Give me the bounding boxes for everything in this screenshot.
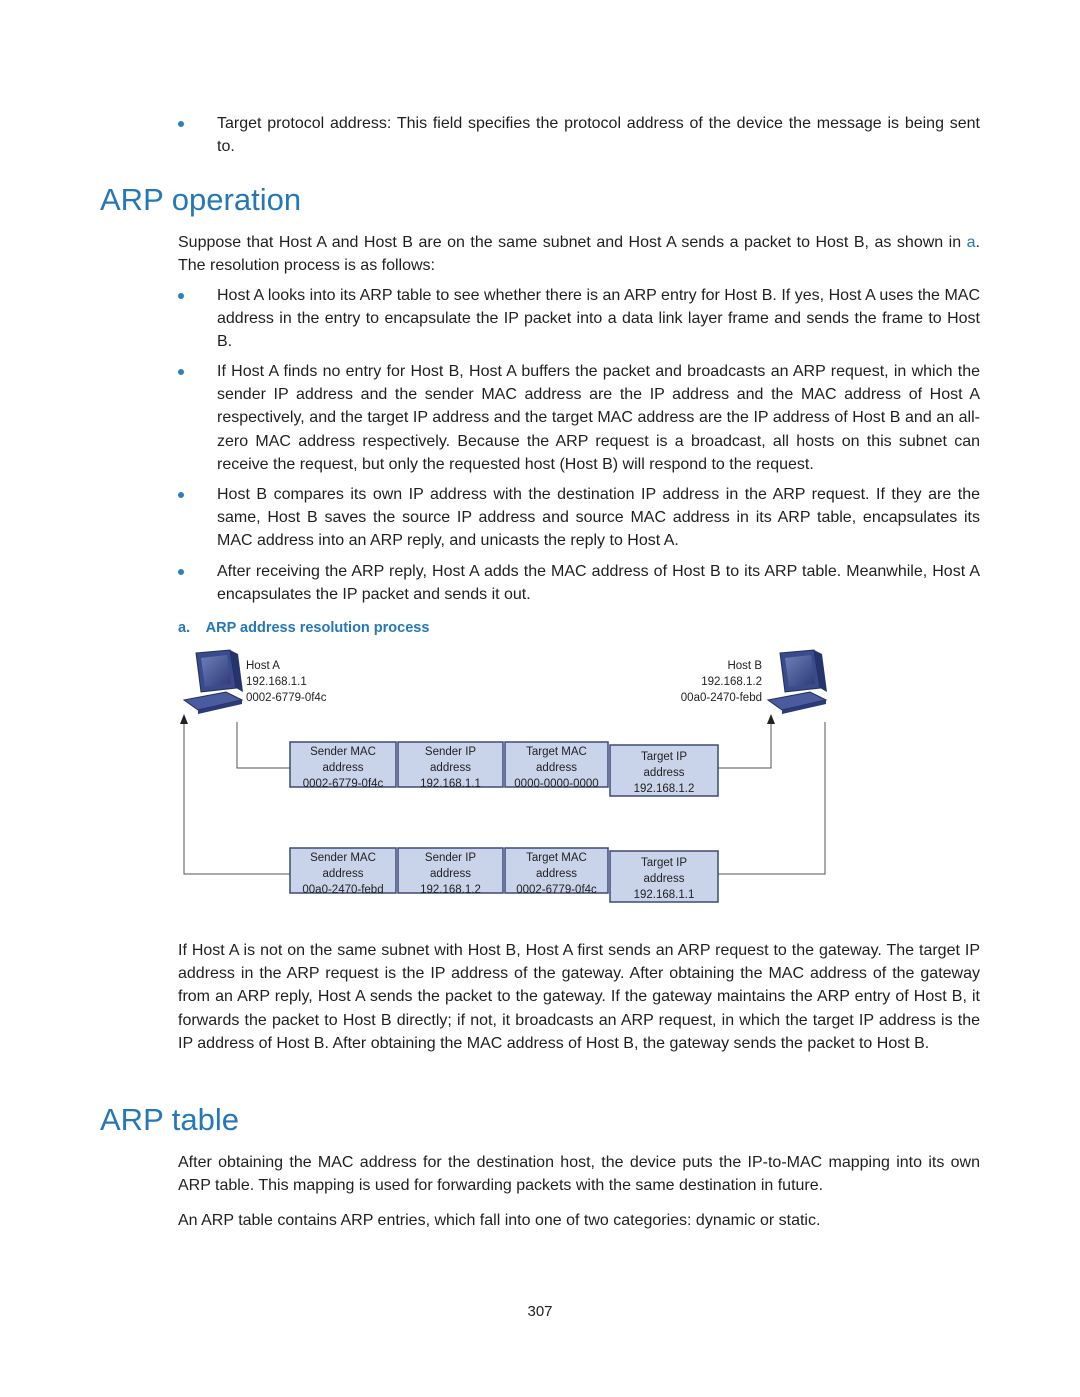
page-number: 307 xyxy=(527,1303,553,1320)
bullet-text: Target protocol address: This field spec… xyxy=(217,115,980,156)
packet-field-text: address xyxy=(323,762,364,774)
packet-field-text: address xyxy=(644,873,685,885)
arp-request-packet: Sender MAC address 0002-6779-0f4c Sender IP… xyxy=(289,741,719,797)
bullet-text: After receiving the ARP reply, Host A ad… xyxy=(217,563,980,604)
bullet-text: If Host A finds no entry for Host B, Hos… xyxy=(217,363,980,473)
arp-diagram: Host A 192.168.1.1 0002-6779-0f4c Host B… xyxy=(180,649,828,903)
packet-field-text: 0000-0000-0000 xyxy=(514,778,598,790)
computer-icon xyxy=(766,649,828,714)
bullet-icon xyxy=(178,369,184,375)
list-item: Host B compares its own IP address with … xyxy=(178,483,980,553)
packet-field-text: 192.168.1.2 xyxy=(634,783,695,795)
bullet-icon xyxy=(178,492,184,498)
packet-field-text: address xyxy=(430,762,471,774)
host-a-mac: 0002-6779-0f4c xyxy=(246,692,327,704)
host-b-name: Host B xyxy=(727,660,762,672)
bullet-icon xyxy=(178,293,184,299)
packet-field-text: address xyxy=(323,868,364,880)
figure-caption: a. ARP address resolution process xyxy=(178,620,430,636)
packet-field-cell xyxy=(289,741,397,788)
list-item: After receiving the ARP reply, Host A ad… xyxy=(178,560,980,606)
packet-field-cell xyxy=(609,744,719,797)
packet-field-text: address xyxy=(536,868,577,880)
packet-field-cell xyxy=(504,847,609,894)
packet-field-cell xyxy=(397,741,504,788)
arrow-up-icon xyxy=(180,714,188,724)
gateway-paragraph: If Host A is not on the same subnet with… xyxy=(178,942,980,1052)
packet-field-text: address xyxy=(536,762,577,774)
intro-paragraph: Suppose that Host A and Host B are on th… xyxy=(178,231,980,277)
section-heading-arp-table: ARP table xyxy=(100,1102,240,1137)
packet-field-cell xyxy=(609,850,719,903)
packet-field-cell xyxy=(504,741,609,788)
section-heading-arp-operation: ARP operation xyxy=(100,182,302,217)
packet-field-text: address xyxy=(644,767,685,779)
host-a-name: Host A xyxy=(246,660,280,672)
packet-field-text: 0002-6779-0f4c xyxy=(303,778,384,790)
packet-field-text: 00a0-2470-febd xyxy=(302,884,383,896)
packet-field-text: Target MAC xyxy=(526,746,587,758)
arrow-up-icon xyxy=(767,714,775,724)
list-item: Host A looks into its ARP table to see w… xyxy=(178,284,980,354)
packet-field-text: 192.168.1.1 xyxy=(634,889,695,901)
list-item: If Host A finds no entry for Host B, Hos… xyxy=(178,360,980,476)
packet-field-text: 0002-6779-0f4c xyxy=(516,884,597,896)
bullet-icon xyxy=(178,569,184,575)
computer-icon xyxy=(182,649,244,714)
packet-field-text: Sender MAC xyxy=(310,852,376,864)
arp-table-paragraph-2: An ARP table contains ARP entries, which… xyxy=(178,1212,821,1229)
packet-field-text: Sender MAC xyxy=(310,746,376,758)
figure-link[interactable]: a xyxy=(966,234,976,251)
packet-field-text: Sender IP xyxy=(425,746,476,758)
packet-field-text: Target IP xyxy=(641,751,687,763)
packet-field-cell xyxy=(289,847,397,894)
bullet-text: Host A looks into its ARP table to see w… xyxy=(217,287,980,351)
intro-text-2: . The resolution process is as follows: xyxy=(178,234,980,275)
host-a-ip: 192.168.1.1 xyxy=(246,676,307,688)
bullet-icon xyxy=(178,121,184,127)
connector-lines xyxy=(183,722,826,875)
packet-field-text: 192.168.1.2 xyxy=(420,884,481,896)
intro-bullet: Target protocol address: This field spec… xyxy=(178,112,980,158)
packet-field-text: Target MAC xyxy=(526,852,587,864)
arp-reply-packet: Sender MAC address 00a0-2470-febd Sender IP… xyxy=(289,847,719,903)
packet-field-text: Target IP xyxy=(641,857,687,869)
packet-field-text: Sender IP xyxy=(425,852,476,864)
host-b-mac: 00a0-2470-febd xyxy=(681,692,762,704)
host-b-ip: 192.168.1.2 xyxy=(701,676,762,688)
intro-text-1: Suppose that Host A and Host B are on th… xyxy=(178,234,967,251)
bullet-text: Host B compares its own IP address with … xyxy=(217,486,980,550)
packet-field-text: 192.168.1.1 xyxy=(420,778,481,790)
arp-table-paragraph-1: After obtaining the MAC address for the … xyxy=(178,1154,980,1195)
packet-field-text: address xyxy=(430,868,471,880)
packet-field-cell xyxy=(397,847,504,894)
